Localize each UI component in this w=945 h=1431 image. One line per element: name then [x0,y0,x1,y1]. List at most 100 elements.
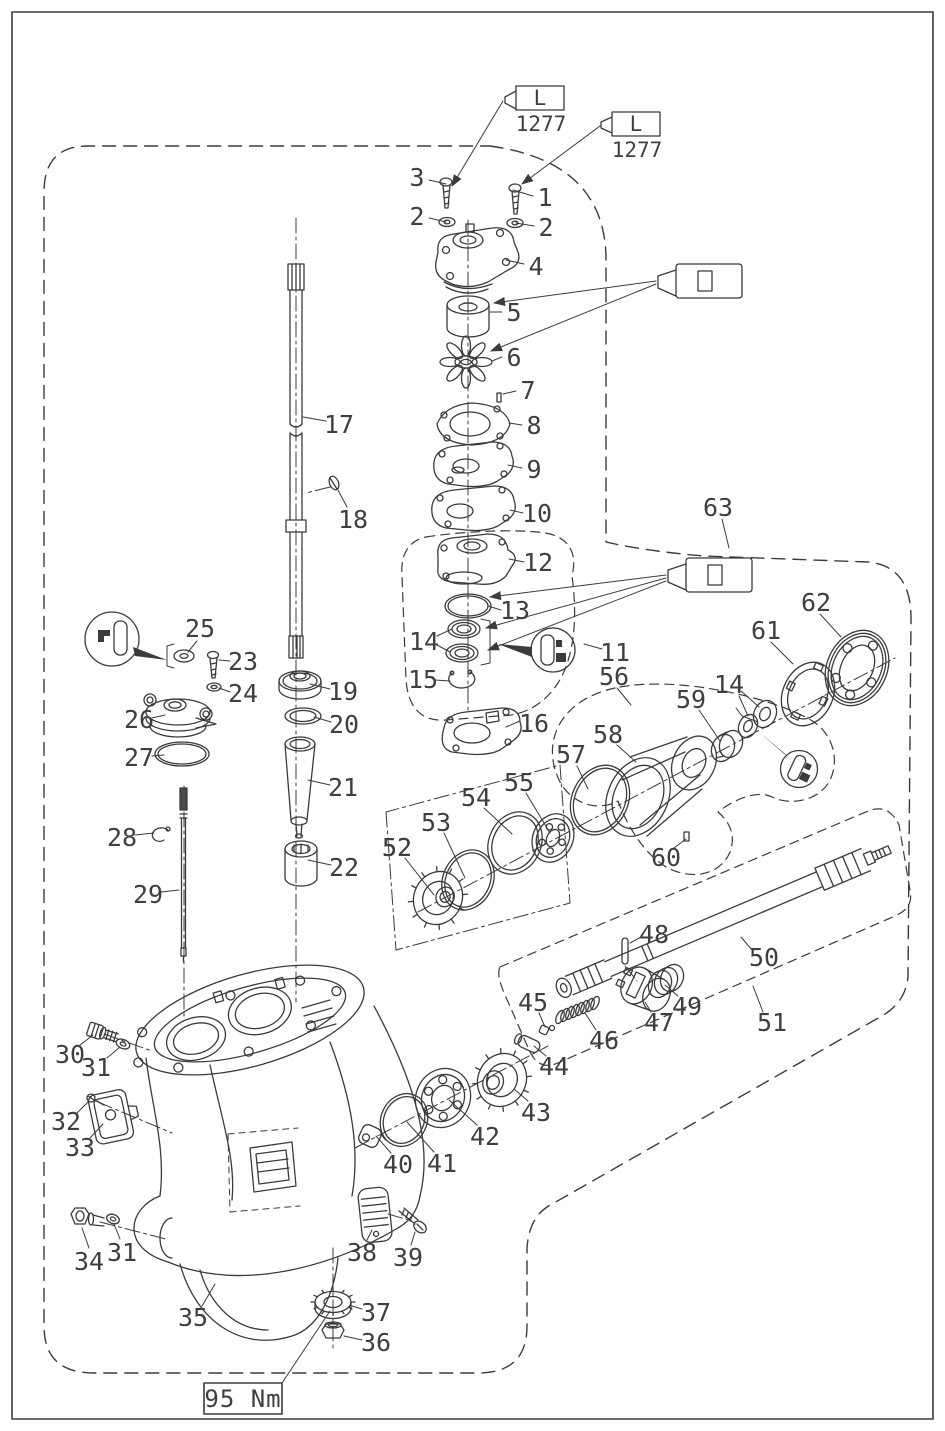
part-60-pin [683,831,690,842]
part-number-label: 44 [539,1052,569,1081]
part-number-label: 11 [600,638,630,667]
callout-32: 32 [51,1101,89,1136]
leader-line [76,1101,89,1114]
leader-line [218,659,231,662]
callout-42: 42 [448,1099,500,1151]
part-number-label: 24 [228,679,258,708]
callout-33: 33 [65,1123,104,1162]
part-45-joint [538,1024,556,1036]
part-number-label: 4 [528,252,543,281]
leader-line [313,716,332,723]
callout-16: 16 [505,709,549,738]
part-number-label: 62 [801,588,831,617]
part-35-gearcase [133,964,425,1341]
leader-line [509,509,524,514]
part-9-plate [433,441,514,488]
seal-detail-inset-right [735,707,819,789]
callout-17: 17 [302,410,354,439]
part-number-label: 38 [347,1238,377,1267]
part-34-drain-plug [70,1207,105,1227]
callout-36: 36 [343,1328,391,1357]
callout-31: 31 [107,1223,137,1267]
part-48-pin [621,937,629,965]
part-number-label: 20 [329,710,359,739]
leader-line [151,754,165,757]
leader-line [404,857,435,896]
group-11-boundary [401,530,576,721]
part-54-ring [487,811,543,875]
part-62-ring-nut [824,629,890,707]
part-number-label: 48 [639,920,669,949]
leader-line [505,720,521,728]
leader-line [576,765,589,790]
part-number-label: 31 [81,1053,111,1082]
part-55-bearing [531,813,575,863]
leader-line [106,1046,121,1059]
part-number-label: 39 [393,1243,423,1272]
callout-49: 49 [664,984,702,1021]
part-number-label: 18 [338,505,368,534]
leader-line [664,984,679,997]
part-number-label: 12 [523,548,553,577]
callout-43: 43 [513,1088,551,1127]
part-number-label: 26 [124,705,154,734]
part-number-label: 59 [676,685,706,714]
part-number-label: 19 [328,677,358,706]
leader-line [616,687,632,706]
leader-line [483,807,513,835]
part-number-label: 23 [228,647,258,676]
callout-59: 59 [676,685,721,742]
part-number-label: 34 [74,1247,104,1276]
part-39-screw [398,1207,427,1234]
part-number-label: 57 [556,740,586,769]
part-59-needle-bearing [710,729,744,763]
callout-18: 18 [337,489,368,534]
part-47-clutch-dog [615,966,671,1012]
part-57-ring [569,764,631,836]
leader-line [443,832,466,879]
sealant-symbol: L [534,86,547,110]
leader-line [673,838,687,849]
part-30-plug [86,1021,119,1043]
part-3-screw [439,177,453,209]
callout-50: 50 [740,936,779,972]
part-37-spline-washer [310,1287,356,1320]
part-52-forward-gear [407,866,469,930]
callout-20: 20 [313,710,359,739]
callout-40: 40 [375,1135,413,1179]
part-number-label: 22 [329,853,359,882]
sealant-code: 1277 [516,112,567,136]
callout-46: 46 [584,1012,619,1055]
part-26-shift-cam [143,693,217,738]
leader-line [752,985,764,1013]
part-number-label: 53 [421,808,451,837]
part-14-oil-seal [752,699,778,729]
leader-line [218,687,231,693]
part-number-label: 45 [518,988,548,1017]
leader-line [740,690,760,708]
leader-line [533,1045,547,1057]
callout-52: 52 [382,833,435,896]
part-50-propeller-shaft [555,845,892,999]
part-2-washer [438,216,456,228]
part-7-pin [496,392,502,403]
part-36-nut [321,1321,345,1339]
torque-spec: 95 Nm [203,1310,331,1415]
sealant-tube-icon-1: L 1277 [451,85,567,187]
part-number-label: 60 [651,843,681,872]
leader-line [721,518,730,549]
leader-line [436,644,451,653]
callout-27: 27 [124,743,165,772]
part-number-label: 27 [124,743,154,772]
part-number-label: 43 [521,1098,551,1127]
callout-55: 55 [504,768,551,834]
leader-line [410,1231,416,1246]
leader-line [508,558,525,563]
part-number-label: 7 [520,376,535,405]
part-number-label: 8 [526,411,541,440]
part-number-label: 52 [382,833,412,862]
part-number-label: 63 [703,493,733,522]
leader-line [79,1034,94,1046]
callout-30: 30 [55,1034,94,1069]
callout-31: 31 [81,1046,121,1082]
